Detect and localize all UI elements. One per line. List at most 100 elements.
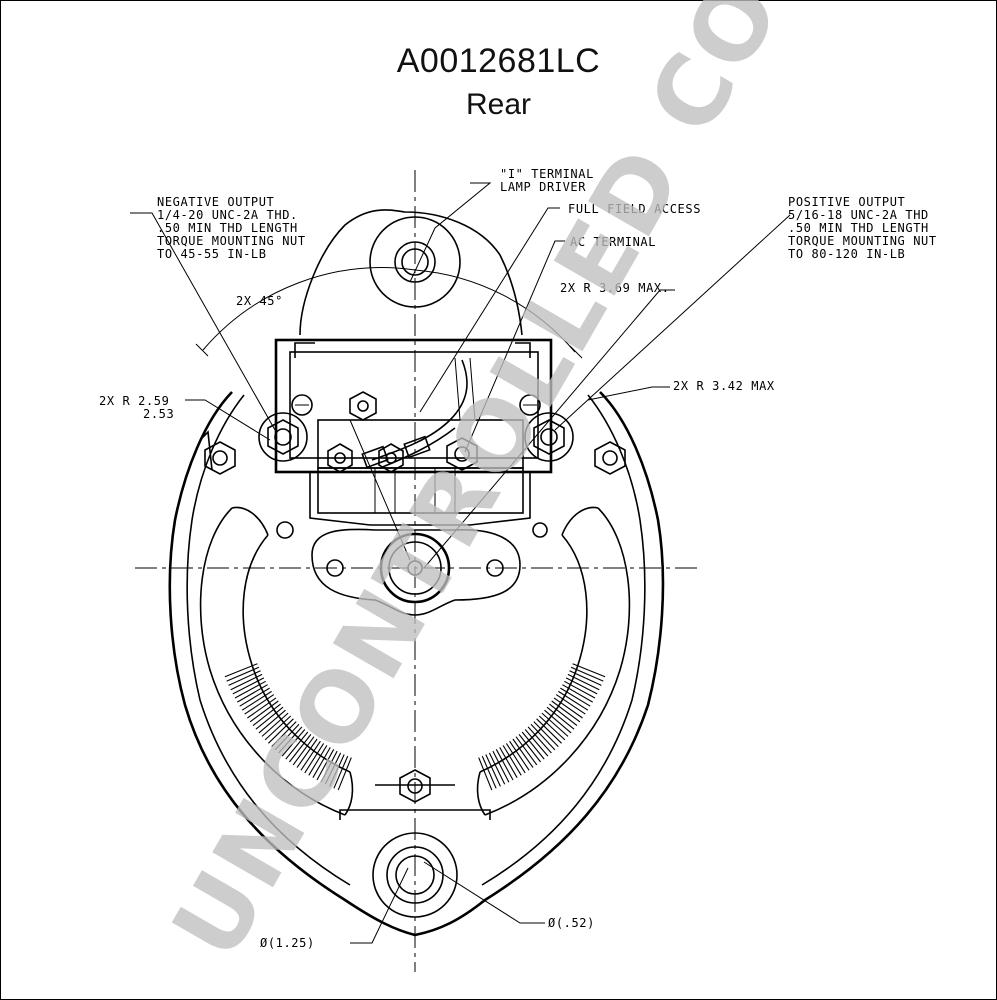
vent-fin [505, 743, 526, 774]
vent-fin [232, 677, 265, 695]
part-number-title: A0012681LC [396, 42, 601, 80]
vent-fin [527, 726, 552, 754]
leader-lines [130, 182, 791, 944]
vent-fin [541, 712, 569, 737]
inner-diameter-label: Ø(.52) [548, 916, 595, 930]
vent-fin [261, 712, 289, 737]
vent-fin [252, 703, 281, 727]
vent-fin [237, 684, 268, 703]
negative-output-line-1: NEGATIVE OUTPUT [157, 195, 274, 209]
vent-fin [324, 752, 342, 785]
vent-fin [538, 715, 566, 741]
vent-fin [492, 750, 510, 783]
vent-fin [564, 680, 596, 699]
terminal-block [274, 338, 553, 526]
ac-terminal-nut [446, 437, 478, 471]
vent-fin [515, 736, 538, 766]
positive-output-line-1: POSITIVE OUTPUT [788, 195, 905, 209]
vent-fin [226, 666, 260, 682]
vent-fin [244, 694, 275, 715]
vent-fin [485, 754, 501, 787]
vent-fin [224, 663, 258, 678]
outer-diameter-label: Ø(1.25) [260, 936, 315, 950]
bottom-housing-bolt [399, 769, 431, 803]
vent-fin [333, 755, 349, 789]
vent-fin [308, 745, 328, 776]
top-mounting-ear [299, 209, 523, 336]
vent-fin [536, 718, 562, 744]
vent-fin [481, 755, 497, 789]
radius-left-label-line-2: 2.53 [143, 407, 174, 421]
small-terminal-nut-mid [378, 443, 404, 473]
vent-fin [296, 738, 318, 768]
vent-fin [281, 729, 306, 757]
view-subtitle: Rear [465, 88, 532, 121]
bottom-mounting-ear [372, 832, 458, 918]
vent-fin [292, 736, 315, 766]
vent-fin [521, 731, 545, 760]
vent-fin [499, 747, 518, 778]
radius-mid-label: 2X R 3.69 MAX. [560, 281, 670, 295]
right-vent-slot [476, 506, 631, 816]
vent-fin [495, 749, 514, 781]
vent-fin [230, 673, 263, 691]
vent-fin [258, 709, 286, 734]
vent-fin [268, 718, 294, 744]
vent-fin [533, 721, 559, 747]
vent-fin [562, 684, 593, 703]
full-field-access-label: FULL FIELD ACCESS [568, 202, 701, 216]
vent-fin [300, 740, 321, 771]
bearing-plate [276, 521, 548, 616]
vent-fin [565, 677, 598, 695]
right-housing-bolt [594, 441, 626, 475]
vent-fin [551, 700, 581, 723]
vent-fin [285, 731, 309, 760]
vent-fin [304, 743, 325, 774]
vent-fin [274, 723, 300, 751]
i-terminal-label-line-1: "I" TERMINAL [500, 167, 594, 181]
radius-right-label: 2X R 3.42 MAX [673, 379, 775, 393]
vent-fin [570, 666, 604, 682]
vent-fin [288, 734, 312, 763]
negative-output-line-2: 1/4-20 UNC-2A THD. [157, 208, 298, 222]
vent-fin [316, 749, 335, 781]
vent-fin [560, 687, 591, 707]
vent-fin [553, 697, 583, 719]
vent-fin [271, 721, 297, 747]
positive-output-line-3: .50 MIN THD LENGTH [788, 221, 929, 235]
vent-fin [234, 680, 266, 699]
vent-fin [569, 670, 602, 686]
i-terminal-label-line-2: LAMP DRIVER [500, 180, 586, 194]
ac-terminal-label: AC TERMINAL [570, 235, 656, 249]
alternator-housing [168, 391, 665, 937]
left-housing-bolt [199, 430, 236, 475]
vent-fin [518, 734, 542, 763]
positive-output-line-4: TORQUE MOUNTING NUT [788, 234, 937, 248]
vent-fin [264, 715, 292, 741]
small-terminal-nut-left [327, 443, 353, 473]
vent-fin [502, 745, 522, 776]
positive-output-stud [519, 394, 574, 462]
vent-fin [278, 726, 303, 754]
positive-output-line-5: TO 80-120 IN-LB [788, 247, 905, 261]
left-vent-slot [199, 506, 354, 816]
vent-fin [239, 687, 270, 707]
angle-dimension-label: 2X 45° [236, 294, 283, 308]
radius-left-label-line-1: 2X R 2.59 [99, 394, 169, 408]
negative-output-line-4: TORQUE MOUNTING NUT [157, 234, 306, 248]
vent-fin [320, 750, 338, 783]
vent-fin [337, 757, 352, 791]
vent-fin [228, 670, 261, 686]
vent-fin [255, 706, 284, 730]
vent-fin [249, 700, 279, 723]
vent-fin [530, 723, 556, 751]
i-terminal-nut [349, 391, 377, 421]
angle-dimension-arc-left [202, 267, 416, 351]
negative-output-line-3: .50 MIN THD LENGTH [157, 221, 298, 235]
shaft [379, 532, 451, 604]
vent-fin [572, 663, 606, 678]
vent-fin [247, 697, 277, 719]
uncontrolled-copy-watermark: UNCONTROLLED COPY [151, 0, 876, 977]
vent-fin [478, 757, 493, 791]
